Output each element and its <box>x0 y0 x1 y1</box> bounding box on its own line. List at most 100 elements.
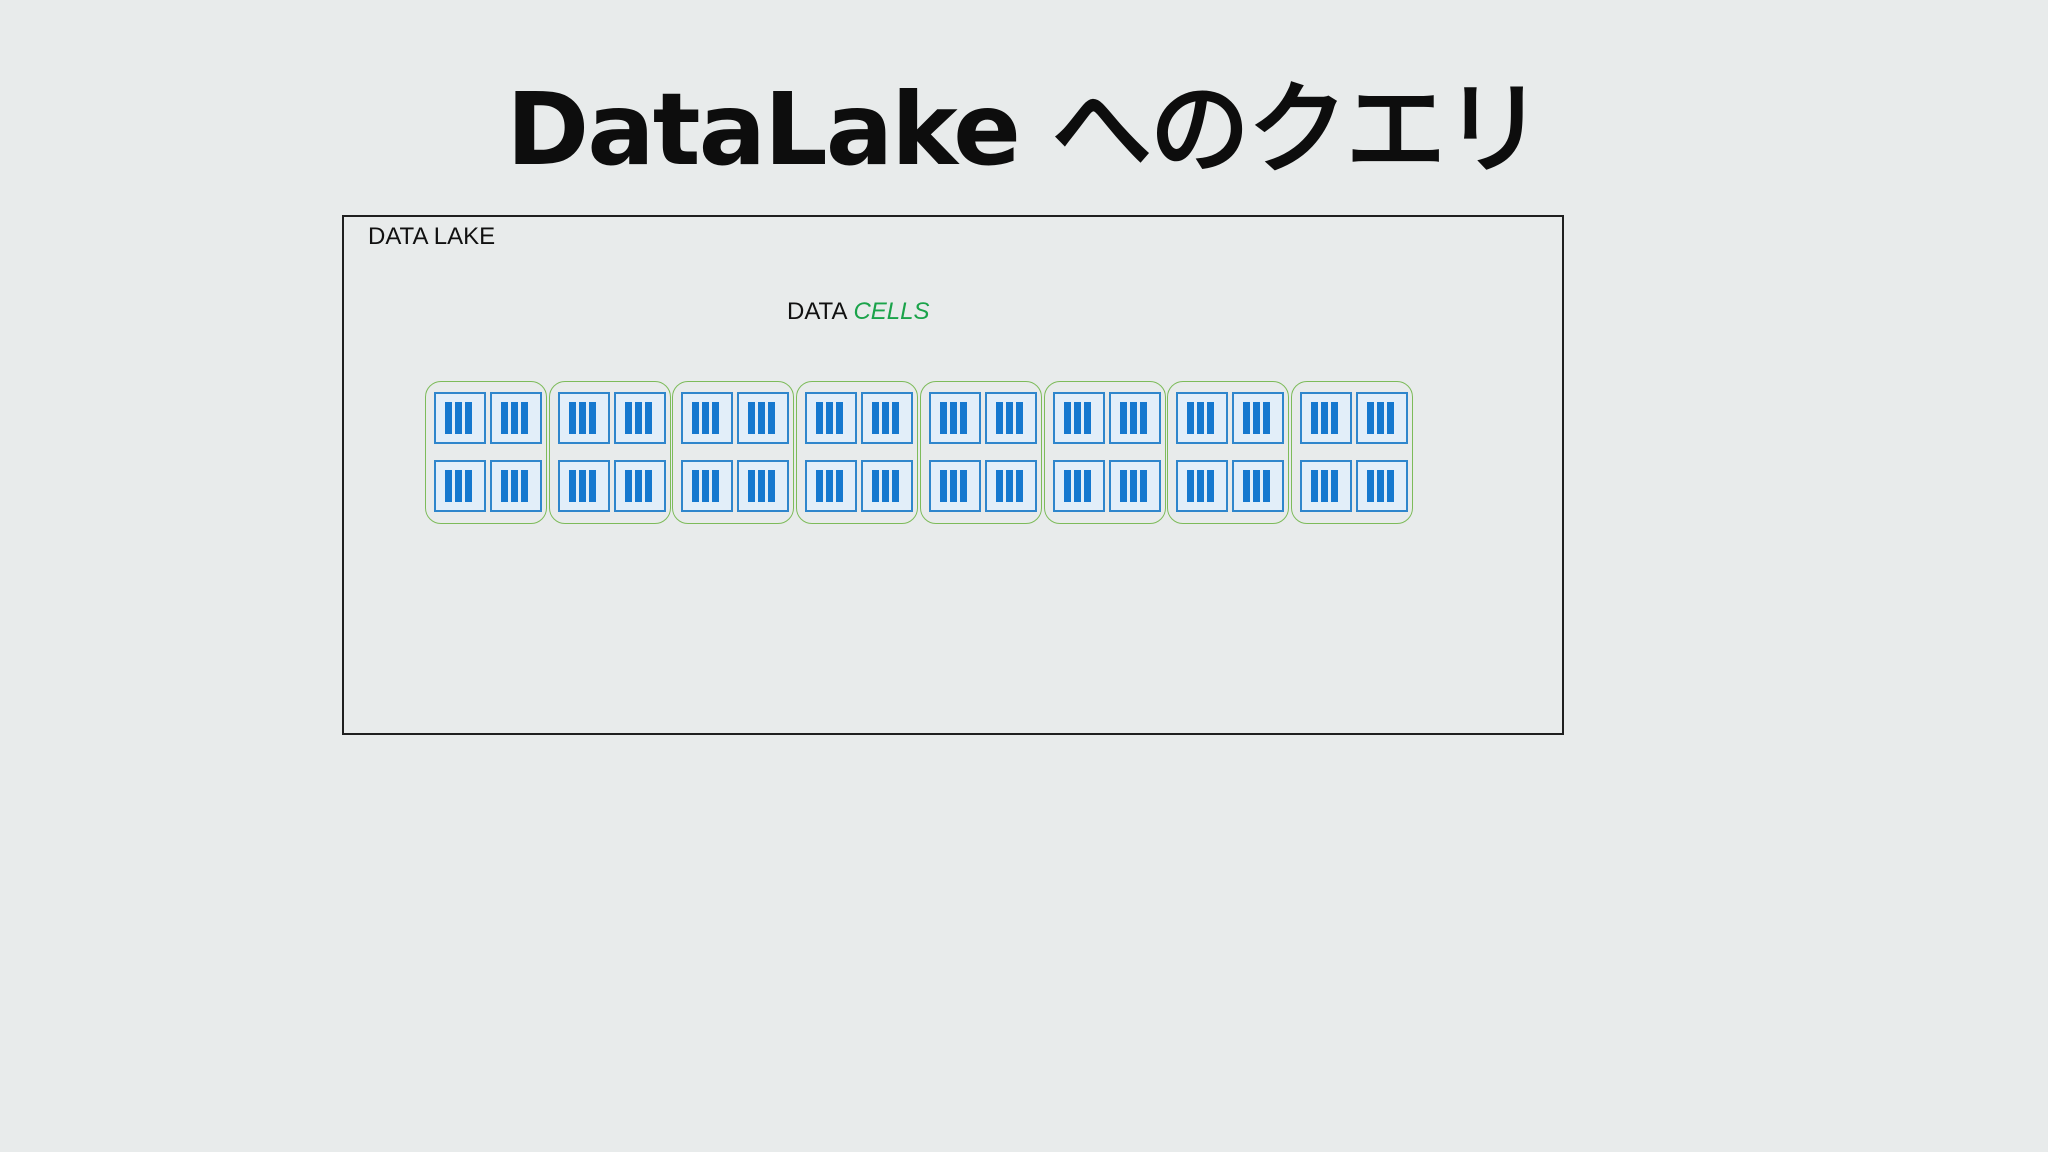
storage-bar <box>1063 470 1071 502</box>
storage-icon <box>1299 392 1352 444</box>
storage-icon <box>928 392 981 444</box>
storage-bar <box>1197 402 1205 434</box>
storage-bar <box>1187 470 1195 502</box>
storage-bar <box>455 470 462 502</box>
storage-bar <box>1083 470 1091 502</box>
storage-bar <box>521 402 528 434</box>
storage-bar <box>692 402 700 434</box>
storage-bar <box>882 470 890 502</box>
storage-icon <box>434 392 486 444</box>
storage-bar <box>758 402 766 434</box>
storage-bar <box>568 470 576 502</box>
storage-bar <box>1005 470 1013 502</box>
storage-bar <box>836 470 844 502</box>
storage-bar <box>1310 470 1318 502</box>
storage-bar <box>1320 470 1328 502</box>
storage-bar <box>1310 402 1318 434</box>
slide-title: DataLake へのクエリ <box>506 71 1543 188</box>
storage-icon <box>1299 460 1352 512</box>
storage-icon <box>737 460 790 512</box>
storage-bar <box>1207 470 1215 502</box>
storage-icon <box>681 392 734 444</box>
storage-bar <box>644 402 652 434</box>
storage-bar <box>1119 402 1127 434</box>
storage-icon <box>737 392 790 444</box>
storage-icon <box>434 460 486 512</box>
storage-icon <box>1052 460 1105 512</box>
storage-bar <box>1366 402 1374 434</box>
storage-bar <box>826 402 834 434</box>
storage-icon <box>928 460 981 512</box>
storage-icon <box>613 460 666 512</box>
data-cell-5 <box>919 381 1042 524</box>
storage-bar <box>1015 402 1023 434</box>
storage-bar <box>511 470 518 502</box>
data-cell-4 <box>796 381 919 524</box>
data-cell-3 <box>672 381 795 524</box>
storage-bar <box>826 470 834 502</box>
storage-icon <box>490 460 542 512</box>
storage-bar <box>624 402 632 434</box>
storage-icon <box>1052 392 1105 444</box>
storage-bar <box>949 402 957 434</box>
storage-bar <box>1139 470 1147 502</box>
storage-bar <box>634 470 642 502</box>
storage-icon <box>613 392 666 444</box>
storage-bar <box>939 470 947 502</box>
storage-bar <box>892 470 900 502</box>
storage-bar <box>1386 402 1394 434</box>
storage-icon <box>984 392 1037 444</box>
storage-icon <box>490 392 542 444</box>
storage-bar <box>1207 402 1215 434</box>
storage-bar <box>1197 470 1205 502</box>
storage-icon <box>805 392 858 444</box>
storage-bar <box>816 402 824 434</box>
storage-bar <box>1243 470 1251 502</box>
storage-bar <box>1253 470 1261 502</box>
storage-bar <box>511 402 518 434</box>
storage-bar <box>702 402 710 434</box>
storage-bar <box>768 470 776 502</box>
storage-bar <box>1083 402 1091 434</box>
data-cell-2 <box>548 381 671 524</box>
storage-bar <box>1015 470 1023 502</box>
storage-bar <box>1139 402 1147 434</box>
storage-bar <box>445 402 452 434</box>
storage-bar <box>1243 402 1251 434</box>
storage-bar <box>521 470 528 502</box>
storage-bar <box>634 402 642 434</box>
data-cell-6 <box>1043 381 1166 524</box>
storage-bar <box>1330 402 1338 434</box>
storage-bar <box>1263 402 1271 434</box>
storage-bar <box>995 402 1003 434</box>
storage-icon <box>861 392 914 444</box>
storage-bar <box>588 402 596 434</box>
storage-bar <box>1005 402 1013 434</box>
data-cell-1 <box>425 381 547 524</box>
storage-icon <box>1176 460 1229 512</box>
storage-icon <box>984 460 1037 512</box>
storage-icon <box>557 460 610 512</box>
storage-icon <box>1232 460 1285 512</box>
storage-bar <box>959 470 967 502</box>
storage-bar <box>1320 402 1328 434</box>
storage-bar <box>1119 470 1127 502</box>
storage-bar <box>1376 470 1384 502</box>
storage-bar <box>758 470 766 502</box>
storage-icon <box>1232 392 1285 444</box>
storage-bar <box>1263 470 1271 502</box>
storage-bar <box>959 402 967 434</box>
storage-bar <box>836 402 844 434</box>
storage-bar <box>995 470 1003 502</box>
storage-icon <box>1355 460 1408 512</box>
storage-bar <box>588 470 596 502</box>
storage-icon <box>805 460 858 512</box>
storage-bar <box>1073 402 1081 434</box>
storage-bar <box>1366 470 1374 502</box>
storage-bar <box>702 470 710 502</box>
storage-icon <box>681 460 734 512</box>
storage-bar <box>1376 402 1384 434</box>
storage-icon <box>861 460 914 512</box>
storage-icon <box>1176 392 1229 444</box>
